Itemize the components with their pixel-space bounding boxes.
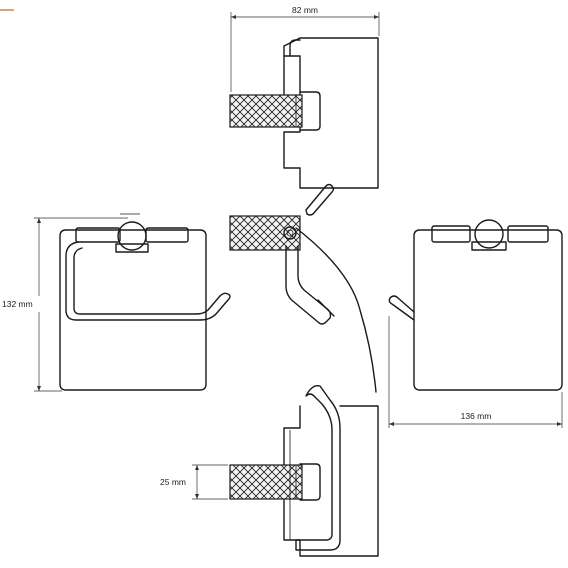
depth-dimension: 82 mm: [230, 5, 380, 92]
top-view-knurled-knob: [229, 94, 303, 128]
height-dimension: 132 mm: [2, 217, 128, 392]
center-knurled-knob: [229, 215, 301, 251]
width-dimension: 136 mm: [388, 316, 563, 428]
width-dimension-label: 136 mm: [461, 411, 492, 421]
depth-dimension-label: 82 mm: [292, 5, 318, 15]
bottom-view-knurled-knob: [229, 464, 303, 500]
knob-dimension-label: 25 mm: [160, 477, 186, 487]
center-knob-detail: [229, 215, 377, 393]
right-view-hinge-knob: [474, 219, 504, 249]
left-front-view: [59, 213, 231, 391]
right-front-view: [388, 219, 563, 391]
left-view-hinge-knob: [117, 221, 147, 251]
top-side-view: [229, 37, 379, 216]
knob-dimension: 25 mm: [160, 464, 228, 500]
bottom-side-view: [229, 385, 379, 557]
height-dimension-label: 132 mm: [2, 299, 33, 309]
